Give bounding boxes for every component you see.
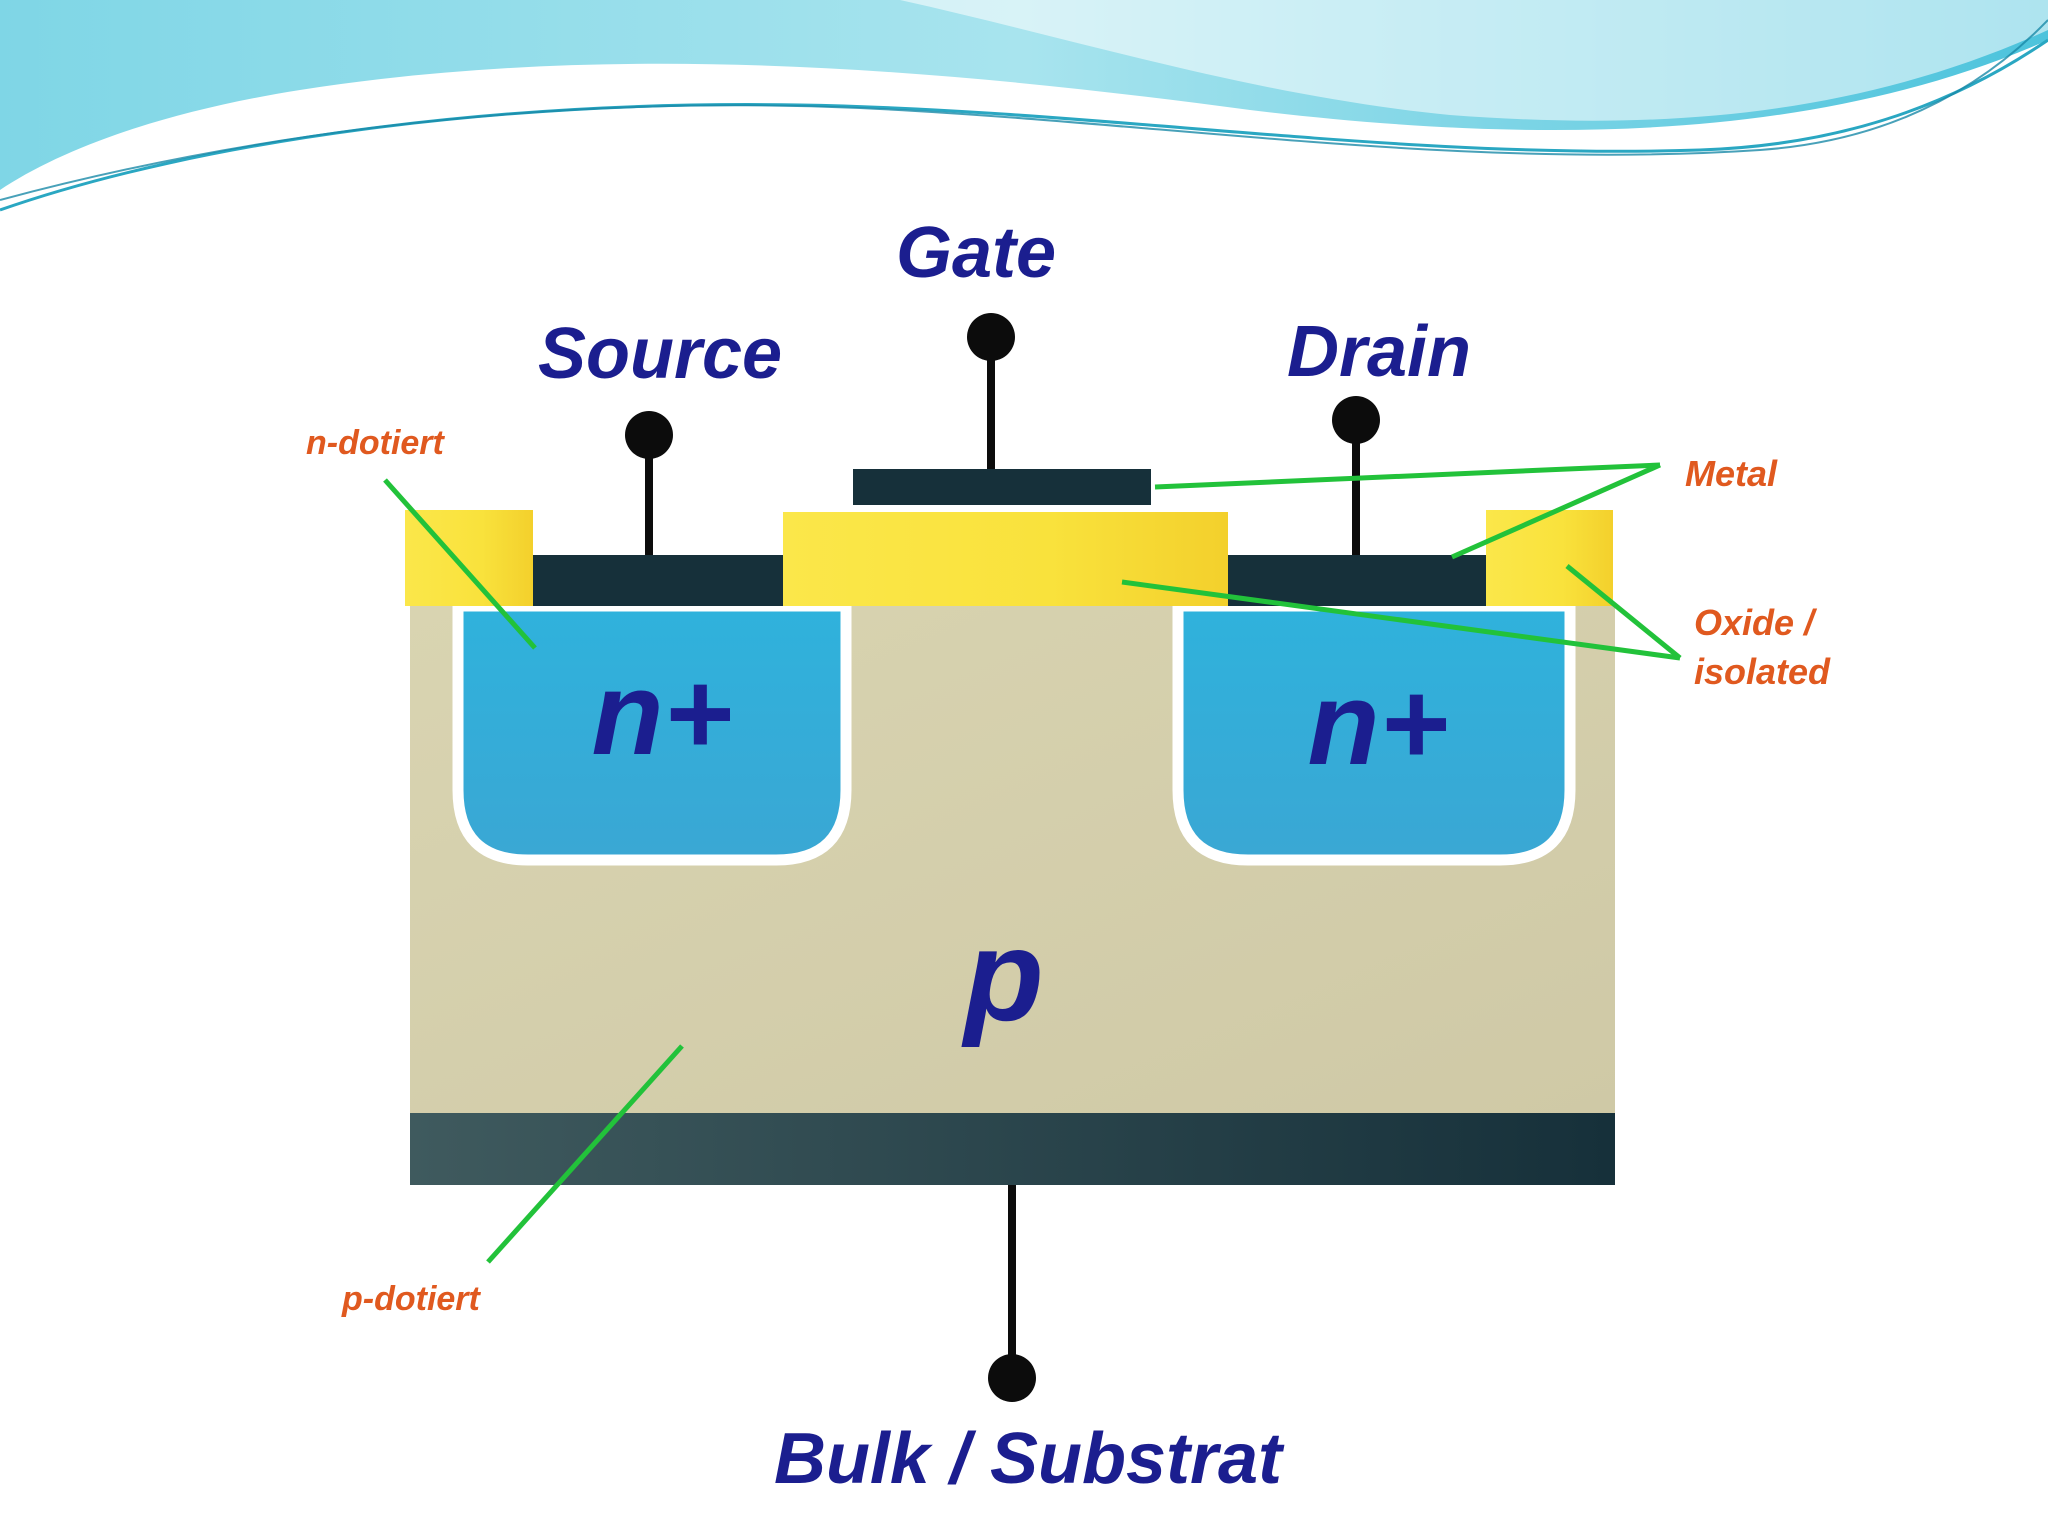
leader-oxide-right: [1565, 564, 1682, 660]
source-well-label: n+: [592, 648, 733, 780]
source-terminal: [625, 411, 673, 555]
leader-metal-gate: [1154, 462, 1661, 490]
header-banner: [0, 0, 2048, 212]
oxide-callout-line2: isolated: [1694, 651, 1831, 692]
source-metal: [533, 555, 783, 606]
metal-callout: Metal: [1685, 453, 1778, 494]
drain-n-well: [1172, 600, 1576, 866]
oxide-right: [1486, 510, 1613, 606]
gate-metal: [853, 469, 1151, 505]
drain-metal: [1228, 555, 1486, 606]
gate-oxide: [783, 512, 1228, 606]
leader-n-doped: [383, 478, 537, 650]
substrate-label: p: [961, 902, 1043, 1048]
source-n-well: [452, 600, 852, 866]
bulk-label: Bulk / Substrat: [774, 1419, 1285, 1499]
p-doped-callout: p-dotiert: [341, 1280, 482, 1318]
leader-metal-drain: [1450, 462, 1662, 560]
drain-terminal: [1332, 396, 1380, 555]
drain-label: Drain: [1287, 312, 1471, 392]
gate-label: Gate: [896, 213, 1056, 293]
leader-oxide-gate: [1121, 579, 1681, 661]
gate-terminal: [967, 313, 1015, 469]
drain-well-label: n+: [1308, 658, 1449, 790]
leader-lines: [383, 462, 1682, 1264]
leader-p-doped: [486, 1044, 684, 1264]
source-label: Source: [538, 314, 782, 394]
n-doped-callout: n-dotiert: [306, 424, 446, 462]
bulk-terminal: [988, 1185, 1036, 1402]
oxide-callout-line1: Oxide /: [1694, 602, 1818, 643]
